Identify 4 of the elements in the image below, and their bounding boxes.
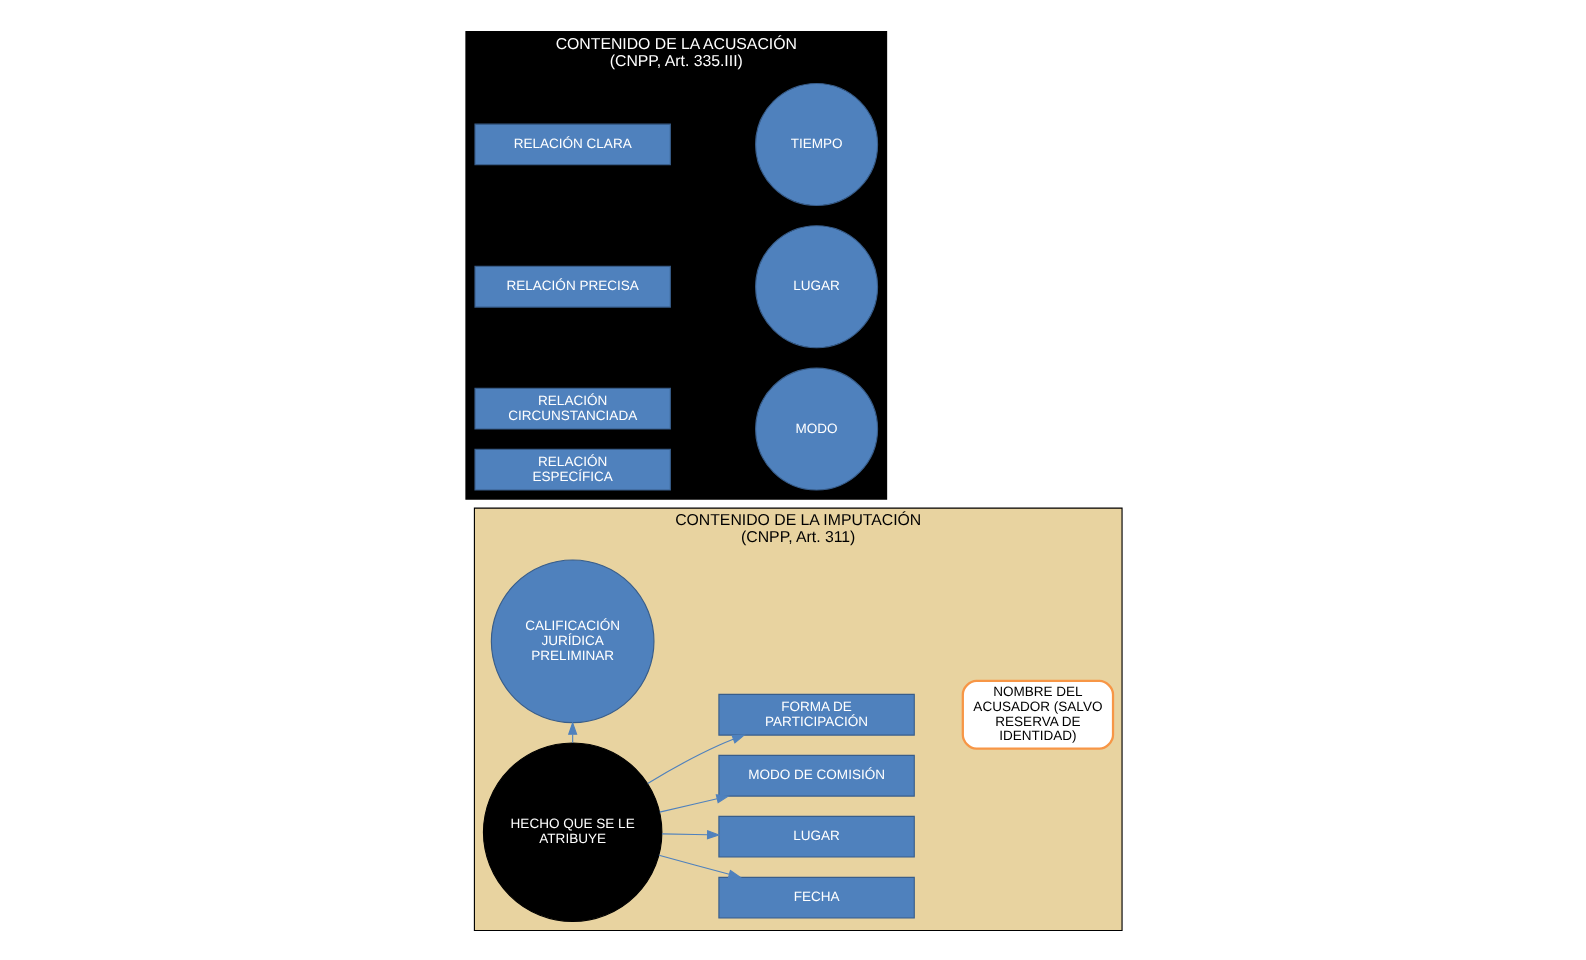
- arrow: [657, 853, 741, 878]
- arrow: [660, 828, 720, 839]
- arrow: [646, 733, 745, 783]
- arrow: [658, 793, 729, 812]
